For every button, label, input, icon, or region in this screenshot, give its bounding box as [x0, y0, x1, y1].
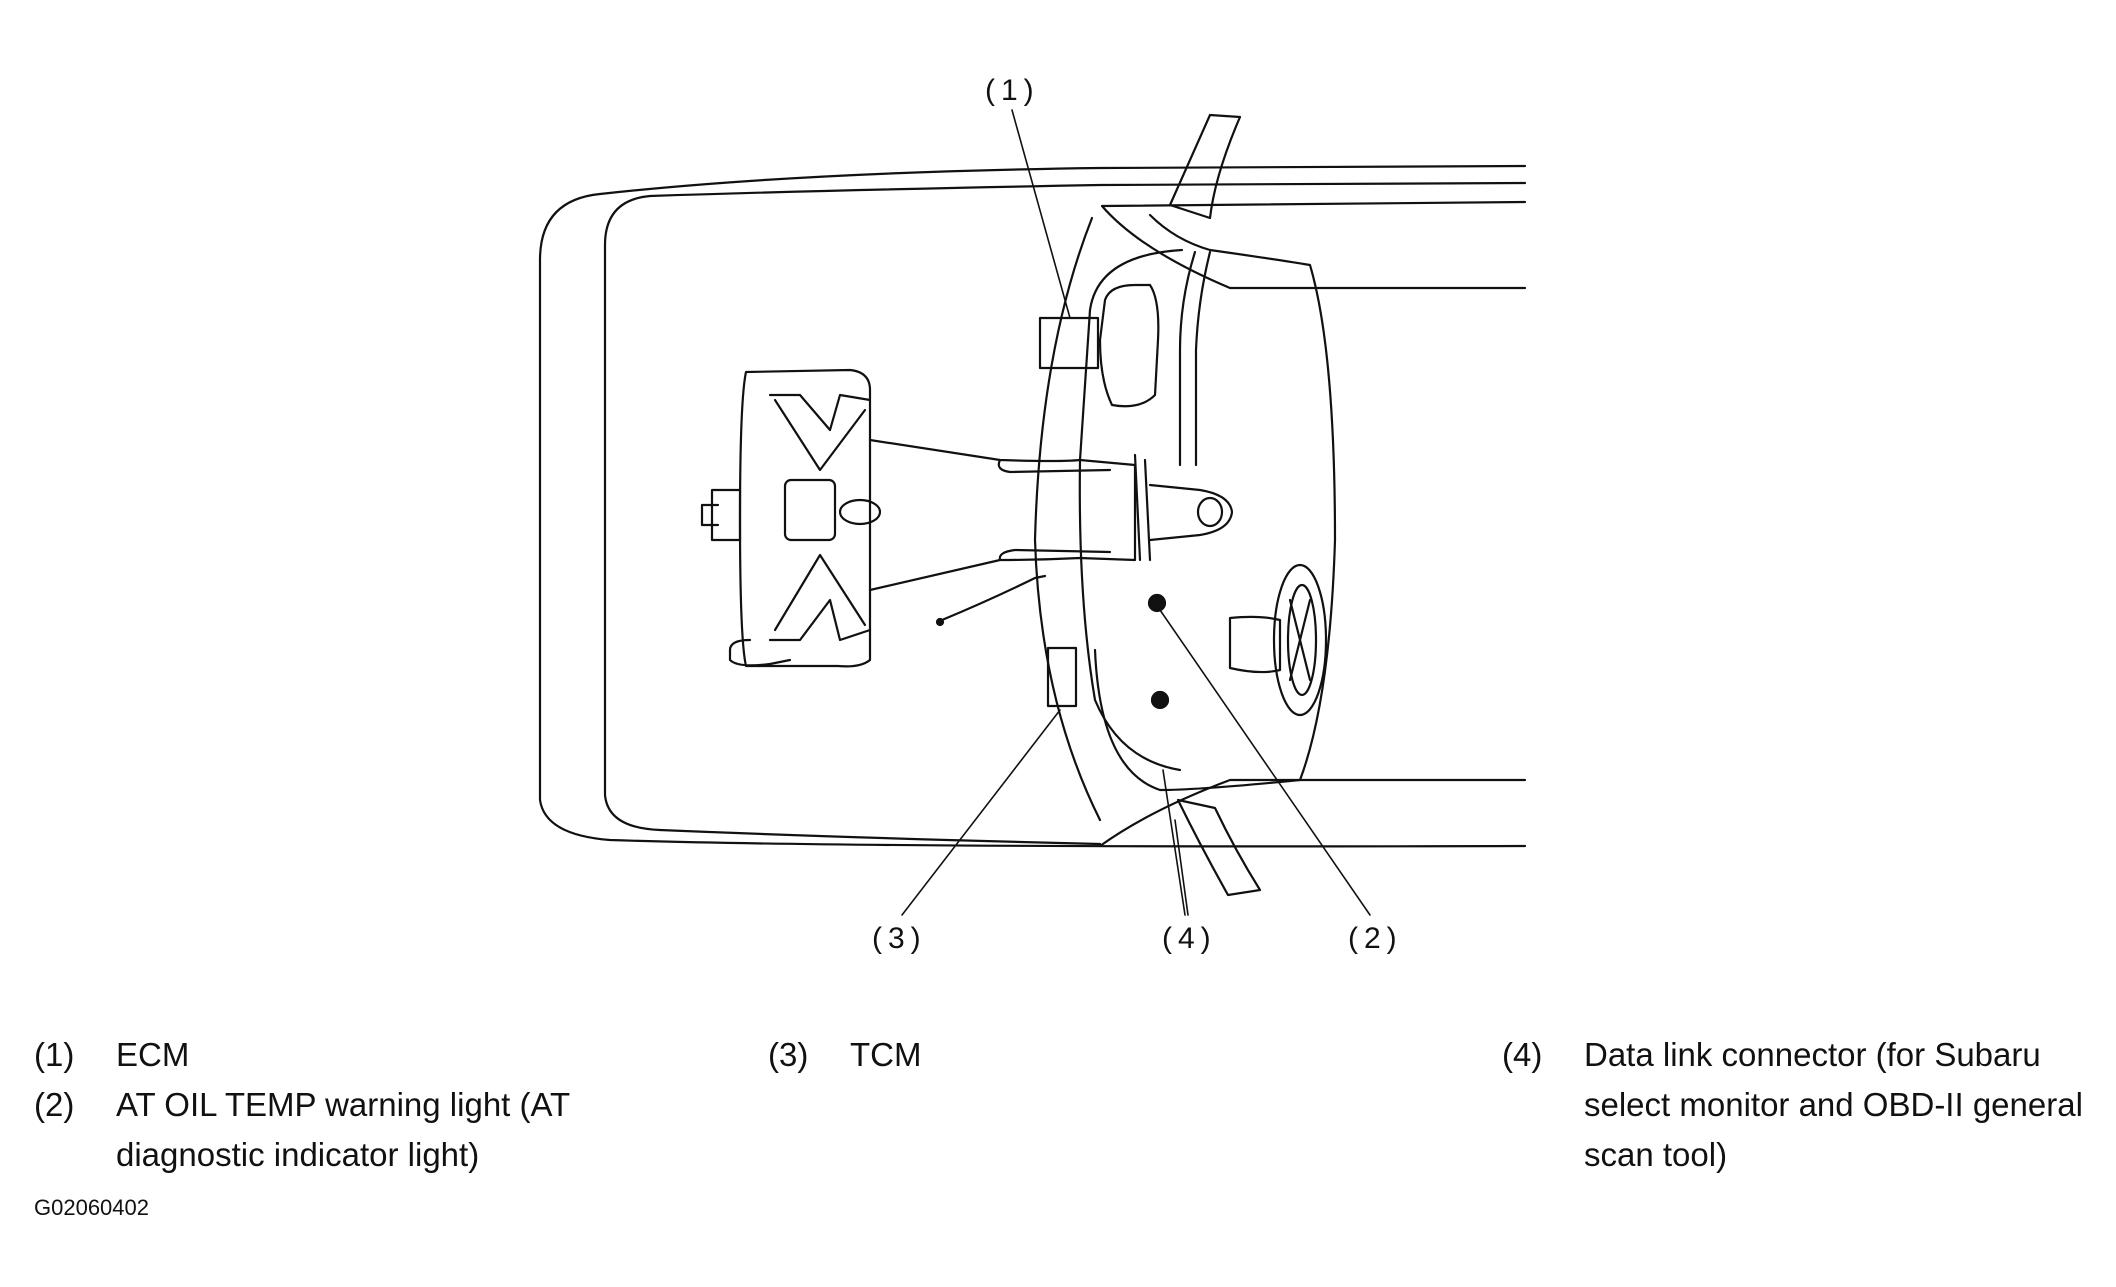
data-link-connector: [1152, 692, 1168, 708]
legend-text: ECM: [116, 1036, 190, 1073]
vehicle-layout-diagram: (1) (3) (4) (2): [0, 74, 2116, 955]
engine-drawing: [702, 370, 880, 666]
vehicle-body-outline: [540, 166, 1525, 846]
legend-text: AT OIL TEMP warning light (AT diagnostic…: [116, 1086, 570, 1173]
windshield-pillar: [1170, 115, 1260, 895]
ecm-box: [1040, 318, 1098, 368]
legend-text: Data link connector (for Subaru select m…: [1584, 1036, 2083, 1173]
callout-2: (2): [1348, 922, 1403, 955]
legend-number: (4): [1502, 1036, 1543, 1073]
legend-text: TCM: [850, 1036, 922, 1073]
dashboard-outline: [1035, 215, 1335, 820]
callout-4: (4): [1162, 922, 1217, 955]
figure-id: G02060402: [34, 1195, 149, 1220]
at-oil-temp-light: [1149, 595, 1165, 611]
transmission-drawing: [870, 440, 1232, 590]
legend-number: (1): [34, 1036, 75, 1073]
shift-lever: [942, 576, 1045, 620]
legend-number: (3): [768, 1036, 809, 1073]
leader-lines: [902, 110, 1370, 915]
steering-wheel: [1230, 565, 1326, 715]
legend-number: (2): [34, 1086, 75, 1123]
tcm-box: [1048, 648, 1076, 706]
callout-1: (1): [985, 74, 1040, 107]
callout-3: (3): [872, 922, 927, 955]
